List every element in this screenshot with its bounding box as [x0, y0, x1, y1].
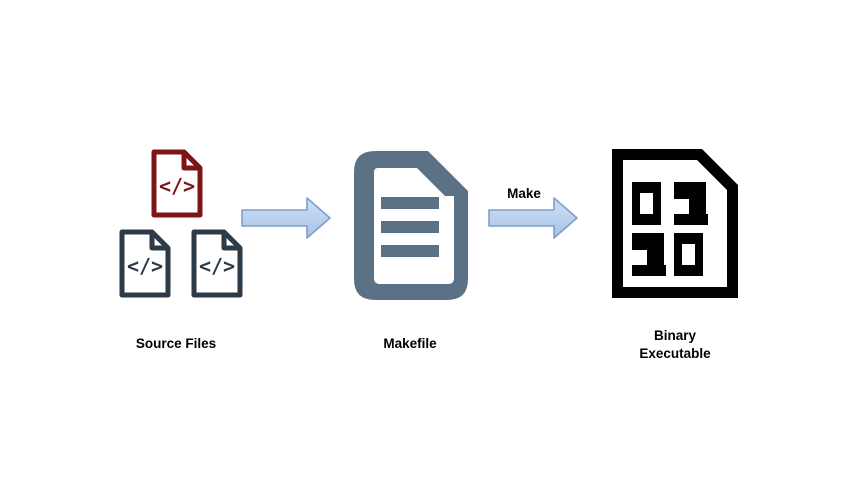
binary-digit-segment [632, 233, 648, 250]
folded-corner [181, 152, 200, 171]
text-line-bar [381, 221, 439, 233]
text-line-bar [381, 197, 439, 209]
text-line-bar [381, 245, 439, 257]
code-file-red-icon: </> [151, 149, 203, 218]
code-file-dark-icon: </> [119, 229, 171, 298]
binary-digit-segment [674, 214, 708, 225]
binary-executable-label: Binary Executable [639, 328, 711, 361]
folded-corner [149, 232, 168, 251]
source-files-group: </> </> </> [118, 148, 243, 298]
source-files-label: Source Files [135, 336, 217, 351]
folded-corner [221, 232, 240, 251]
code-glyph: </> [199, 254, 235, 278]
binary-digit-segment [682, 244, 695, 265]
makefile-label: Makefile [383, 336, 437, 351]
code-glyph: </> [127, 254, 163, 278]
binary-digit-segment [647, 233, 664, 266]
block-arrow-shape [241, 197, 331, 239]
binary-digits [632, 182, 708, 276]
make-arrow-label: Make [507, 186, 541, 201]
code-file-dark-icon: </> [191, 229, 243, 298]
arrow-makefile-to-binary-icon [488, 197, 578, 239]
binary-digit-segment [674, 182, 690, 199]
binary-file-icon [612, 149, 738, 298]
code-glyph: </> [159, 174, 195, 198]
arrow-source-to-makefile-icon [241, 197, 331, 239]
binary-digit-segment [632, 265, 666, 276]
binary-digit-segment [640, 193, 653, 214]
makefile-document-icon [354, 151, 468, 300]
binary-digit-segment [689, 182, 706, 215]
block-arrow-shape [488, 197, 578, 239]
